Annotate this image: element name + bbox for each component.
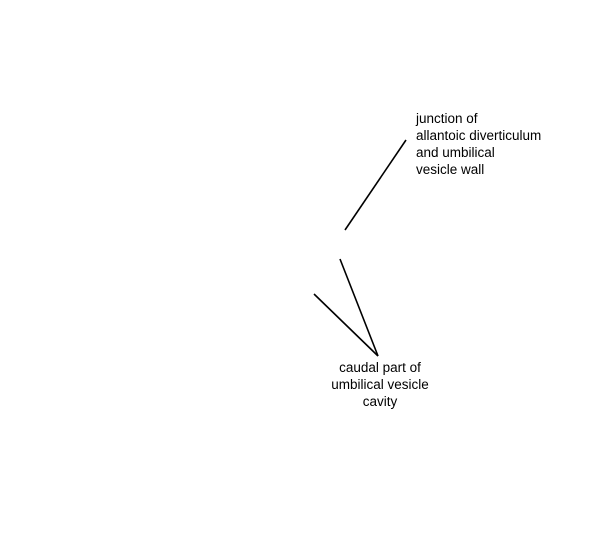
label-line: and umbilical xyxy=(416,145,495,160)
label-line: cavity xyxy=(362,394,398,409)
leader-line-junction xyxy=(344,139,407,231)
label-caudal-umbilical-cavity: caudal part of umbilical vesicle cavity xyxy=(310,359,450,410)
label-junction-allantoic-umbilical: junction of allantoic diverticulum and u… xyxy=(416,110,541,178)
leader-line-caudal-left xyxy=(313,293,379,357)
label-line: junction of xyxy=(416,111,478,126)
label-line: allantoic diverticulum xyxy=(416,128,542,143)
label-line: caudal part of xyxy=(339,360,421,375)
leader-line-caudal-right xyxy=(339,258,379,357)
label-line: vesicle wall xyxy=(416,162,485,177)
label-line: umbilical vesicle xyxy=(331,377,429,392)
